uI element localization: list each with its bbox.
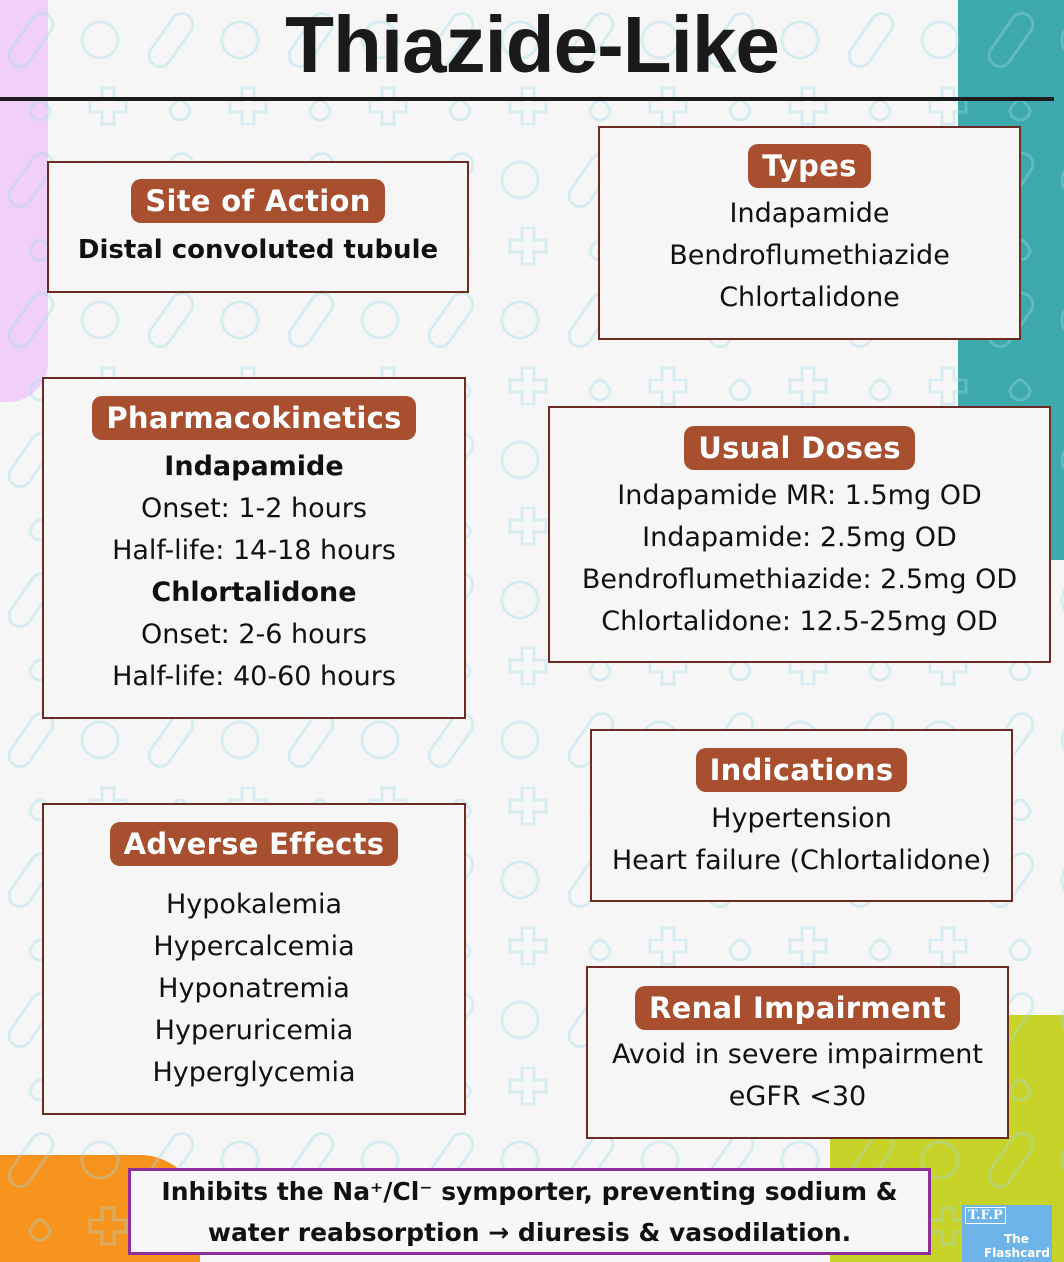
indications-heading: Indications — [695, 748, 908, 792]
renal-impairment-card: Renal Impairment Avoid in severe impairm… — [586, 966, 1009, 1139]
pk-drug-name: Chlortalidone — [151, 577, 357, 608]
indication-item: Heart failure (Chlortalidone) — [611, 845, 992, 876]
mechanism-line: Inhibits the Na⁺/Cl⁻ symporter, preventi… — [161, 1177, 898, 1206]
site-of-action-card: Site of Action Distal convoluted tubule — [47, 161, 469, 293]
renal-item: eGFR <30 — [728, 1081, 867, 1112]
dose-item: Bendroflumethiazide: 2.5mg OD — [581, 564, 1018, 595]
mechanism-line: water reabsorption → diuresis & vasodila… — [207, 1218, 852, 1247]
adverse-effects-card: Adverse Effects Hypokalemia Hypercalcemi… — [42, 803, 466, 1115]
site-of-action-heading: Site of Action — [131, 179, 385, 223]
mechanism-box: Inhibits the Na⁺/Cl⁻ symporter, preventi… — [128, 1168, 931, 1255]
adverse-effect-item: Hyperuricemia — [154, 1015, 354, 1046]
page-title: Thiazide-Like — [285, 0, 780, 89]
site-of-action-text: Distal convoluted tubule — [77, 235, 439, 265]
adverse-effect-item: Hypercalcemia — [153, 931, 355, 962]
adverse-effects-heading: Adverse Effects — [109, 822, 399, 866]
adverse-effect-item: Hyperglycemia — [152, 1057, 356, 1088]
usual-doses-card: Usual Doses Indapamide MR: 1.5mg OD Inda… — [548, 406, 1051, 663]
pharmacokinetics-heading: Pharmacokinetics — [92, 396, 416, 440]
types-item: Indapamide — [729, 198, 890, 229]
renal-impairment-heading: Renal Impairment — [634, 986, 961, 1030]
types-card: Types Indapamide Bendroflumethiazide Chl… — [598, 126, 1021, 340]
types-heading: Types — [748, 144, 871, 188]
logo-text: Flashcard — [984, 1246, 1050, 1260]
pk-half-life: Half-life: 14-18 hours — [112, 535, 396, 566]
types-item: Bendroflumethiazide — [669, 240, 950, 271]
pk-drug-name: Indapamide — [164, 451, 344, 482]
pharmacokinetics-card: Pharmacokinetics Indapamide Onset: 1-2 h… — [42, 377, 466, 719]
usual-doses-heading: Usual Doses — [684, 426, 915, 470]
dose-item: Chlortalidone: 12.5-25mg OD — [601, 606, 998, 637]
logo-text: The — [1004, 1232, 1029, 1246]
indications-card: Indications Hypertension Heart failure (… — [590, 729, 1013, 902]
pk-onset: Onset: 1-2 hours — [141, 493, 367, 524]
types-item: Chlortalidone — [719, 282, 900, 313]
dose-item: Indapamide MR: 1.5mg OD — [617, 480, 982, 511]
renal-item: Avoid in severe impairment — [612, 1039, 983, 1070]
dose-item: Indapamide: 2.5mg OD — [642, 522, 957, 553]
title-divider — [0, 97, 1054, 101]
indication-item: Hypertension — [711, 803, 892, 834]
pk-onset: Onset: 2-6 hours — [141, 619, 367, 650]
adverse-effect-item: Hypokalemia — [165, 889, 343, 920]
adverse-effect-item: Hyponatremia — [158, 973, 350, 1004]
pk-half-life: Half-life: 40-60 hours — [112, 661, 396, 692]
brand-logo: T.F.P The Flashcard — [962, 1205, 1052, 1262]
logo-abbr: T.F.P — [965, 1207, 1006, 1224]
